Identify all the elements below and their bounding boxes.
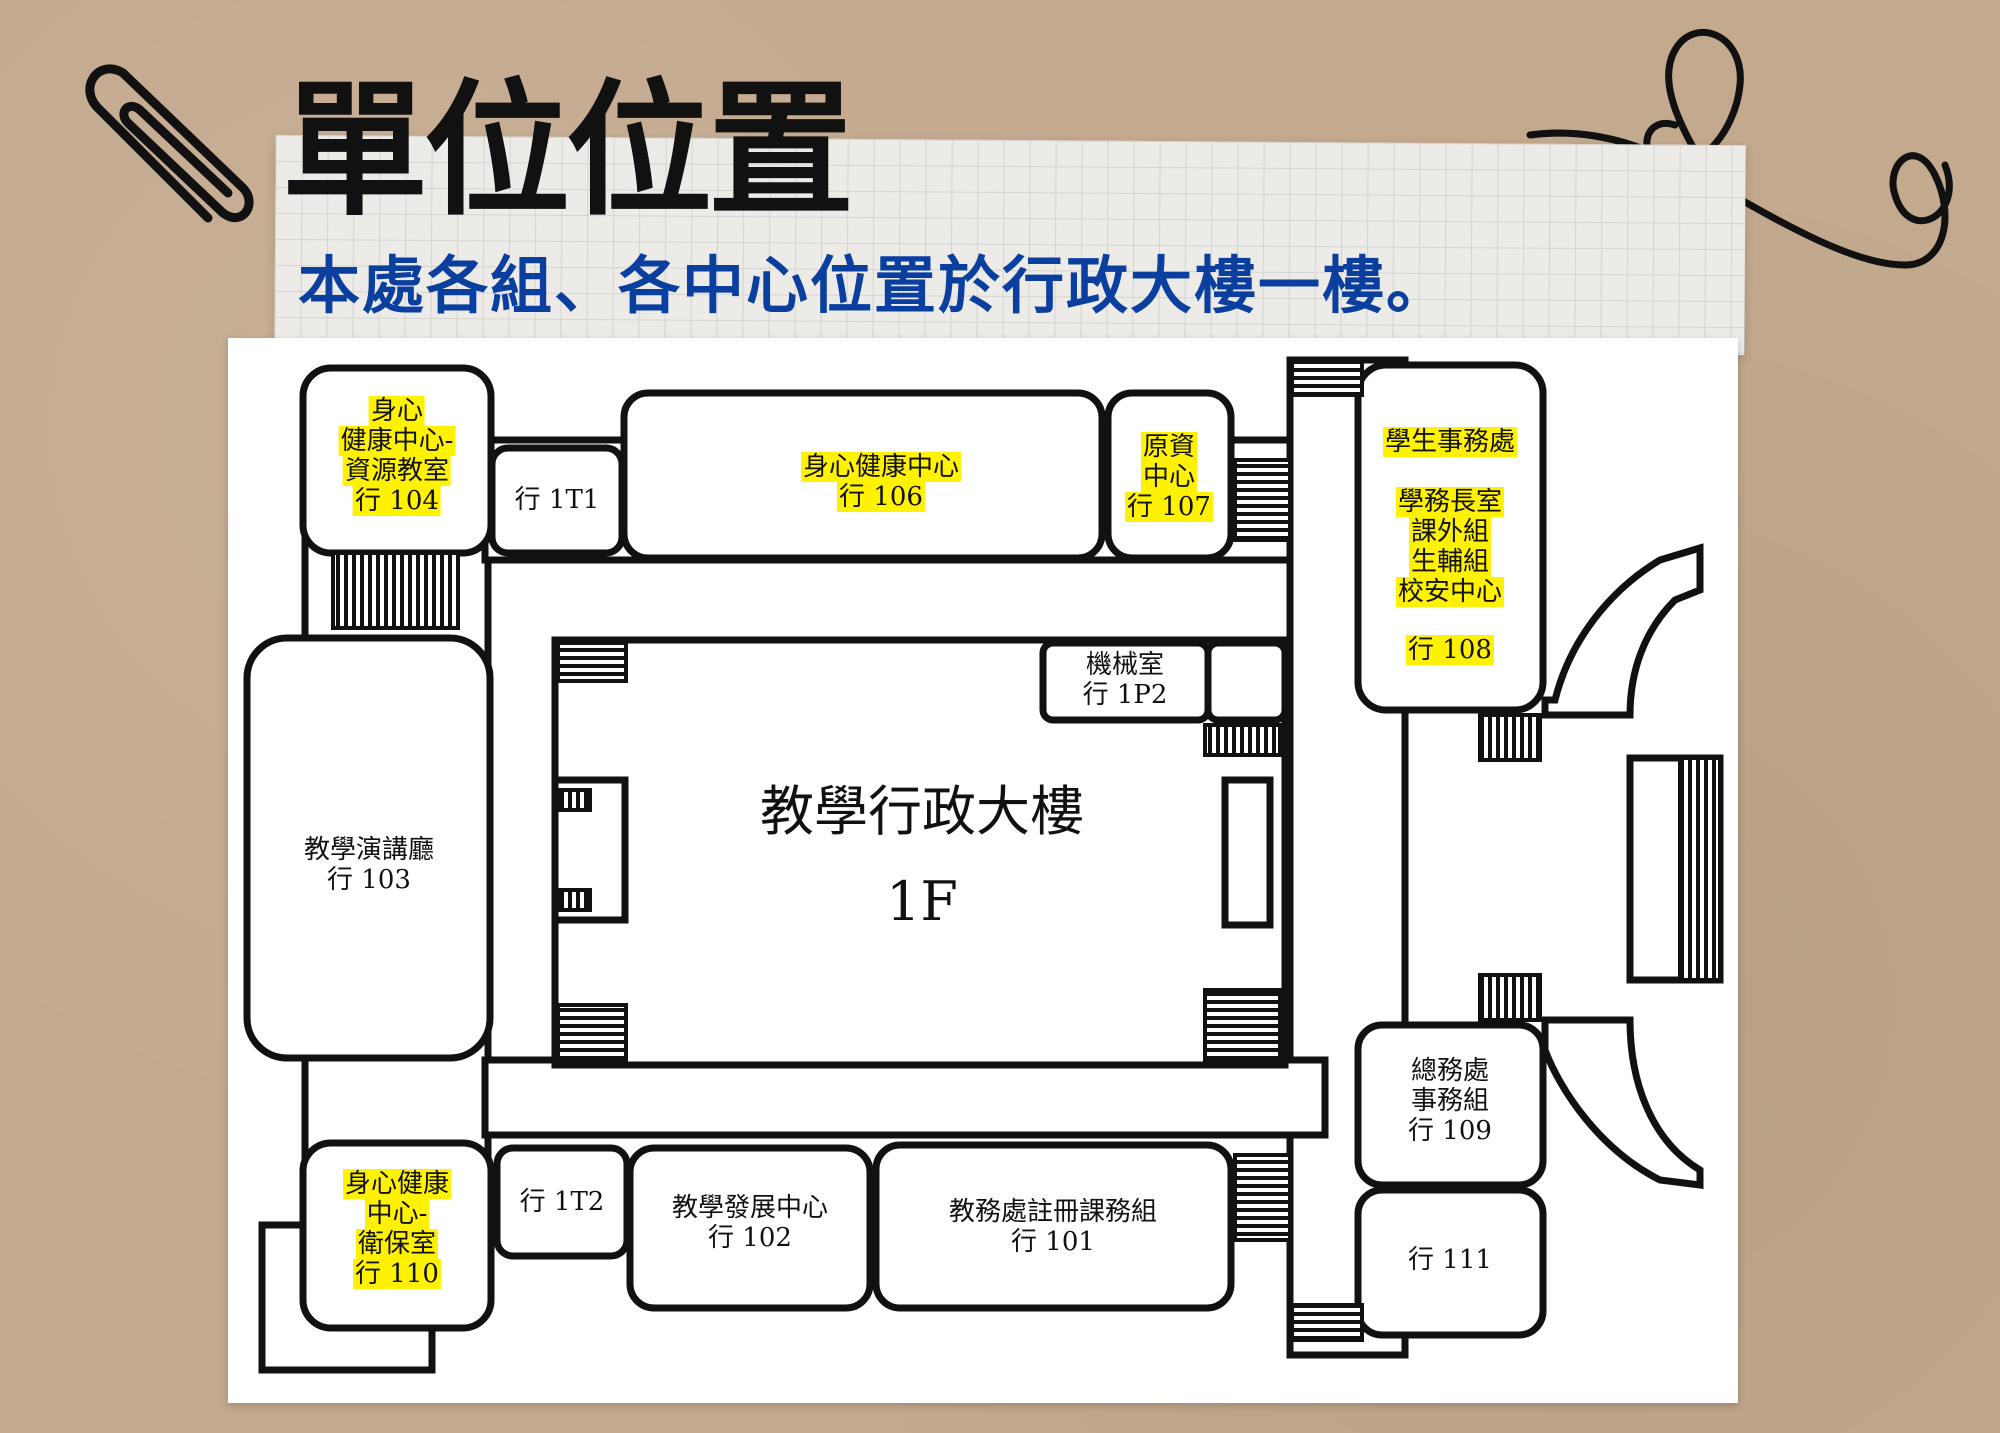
room-108-label: 學生事務處 學務長室 課外組 生輔組 校安中心 行 108 [1382,427,1518,665]
room-102 [626,1144,874,1312]
room-1t1-label: 行 1T1 [514,485,600,515]
room-102-label: 教學發展中心 行 102 [671,1193,829,1253]
room-111 [1354,1186,1547,1339]
room-101-label: 教務處註冊課務組 行 101 [948,1197,1158,1257]
page-subtitle: 本處各組、各中心位置於行政大樓一樓。 [298,249,1451,322]
room-103 [243,634,494,1062]
room-104-label: 身心 健康中心- 資源教室 行 104 [338,396,456,516]
room-109-label: 總務處 事務組 行 109 [1408,1056,1492,1146]
room-110-label: 身心健康 中心- 衛保室 行 110 [342,1169,452,1289]
room-1t2-label: 行 1T2 [519,1187,605,1217]
page-title: 單位位置 [282,66,854,236]
paperclip-icon [85,64,254,223]
room-111-label: 行 111 [1408,1245,1492,1275]
room-109 [1354,1021,1547,1189]
room-103-label: 教學演講廳 行 103 [303,835,435,895]
building-name-label: 教學行政大樓 1F [760,780,1084,933]
room-107-label: 原資 中心 行 107 [1125,432,1213,522]
room-101 [872,1141,1235,1312]
room-106-label: 身心健康中心 行 106 [800,452,962,512]
room-1p2-label: 機械室 行 1P2 [1082,650,1168,710]
